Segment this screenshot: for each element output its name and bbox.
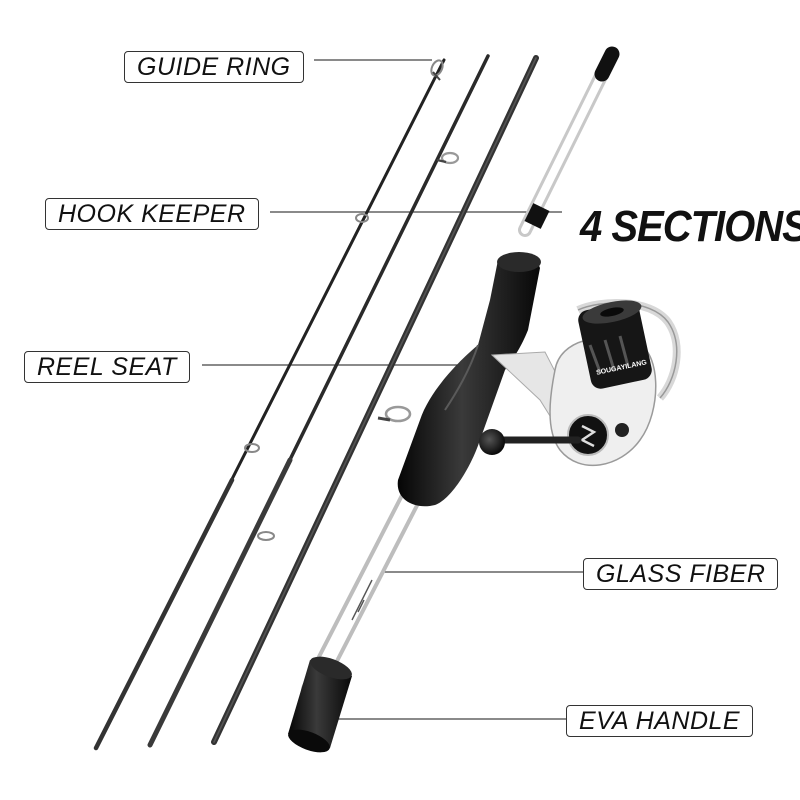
- rod-section-two: [147, 54, 490, 748]
- guide-icon: [436, 151, 460, 165]
- eva-handle-label: EVA HANDLE: [566, 705, 754, 737]
- spinning-reel-icon: SOUGAYILANG: [479, 299, 681, 467]
- guide-icon: [377, 405, 412, 423]
- eva-handle-icon: [288, 656, 352, 753]
- hook-keeper-icon: [524, 203, 550, 229]
- callout-lines: [202, 59, 583, 720]
- rod-section-butt: [288, 46, 620, 753]
- reel-spool: [578, 300, 652, 389]
- reel-crank-handle: [479, 429, 582, 455]
- reel-seat-grip: [397, 253, 540, 507]
- sections-headline: 4 SECTIONS: [580, 203, 800, 251]
- glass-fiber-label: GLASS FIBER: [583, 558, 779, 590]
- reel-seat-label: REEL SEAT: [24, 351, 190, 383]
- hook-keeper-label: HOOK KEEPER: [45, 198, 259, 230]
- guide-ring-label: GUIDE RING: [124, 51, 304, 83]
- guide-ring-icon: [430, 59, 444, 81]
- glass-fiber-markings: [351, 579, 373, 621]
- rod-section-three: [211, 55, 539, 745]
- rod-section-tip: [93, 58, 446, 751]
- guide-icon: [244, 213, 369, 541]
